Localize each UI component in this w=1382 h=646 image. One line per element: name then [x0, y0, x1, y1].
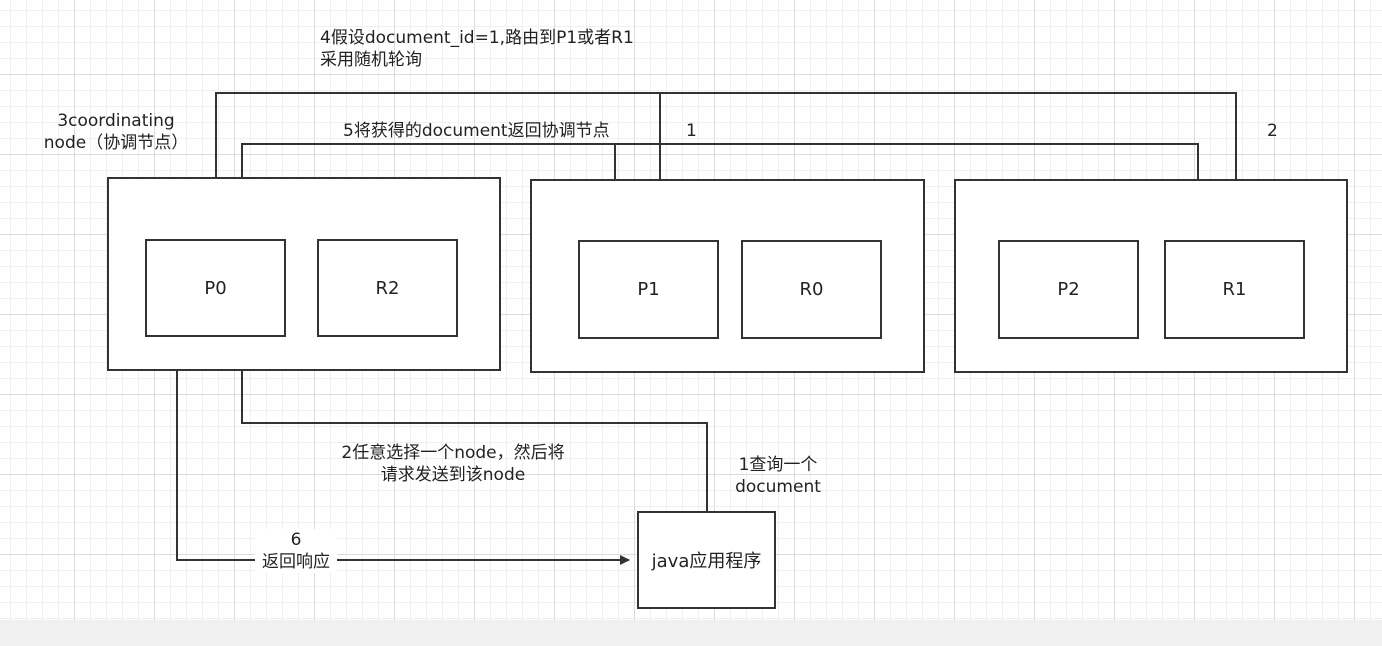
shard-r1: R1	[1164, 240, 1305, 339]
bottom-bar	[0, 620, 1382, 646]
branch-2-label: 2	[1267, 121, 1278, 141]
step-2-label: 2任意选择一个node，然后将 请求发送到该node	[341, 443, 565, 485]
shard-r2: R2	[317, 239, 458, 337]
step-4-label: 4假设document_id=1,路由到P1或者R1 采用随机轮询	[320, 28, 634, 70]
shard-p0: P0	[145, 239, 286, 337]
branch-1-label: 1	[686, 121, 697, 141]
java-app-box: java应用程序	[637, 511, 776, 609]
route-to-p1-line	[215, 92, 665, 240]
step-6-label: 6 返回响应	[255, 529, 337, 573]
request-line	[237, 343, 708, 512]
shard-p2: P2	[998, 240, 1139, 339]
step-1-label: 1查询一个 document	[735, 455, 821, 497]
response-line	[176, 337, 630, 565]
shard-p1: P1	[578, 240, 719, 339]
step-3-label: 3coordinating node（协调节点）	[43, 111, 189, 153]
diagram-canvas: P0 R2 P1 R0 P2 R1 java应用程序 4假设document_i…	[43, 28, 1348, 609]
shard-r0: R0	[741, 240, 882, 339]
step-5-label: 5将获得的document返回协调节点	[343, 121, 610, 141]
